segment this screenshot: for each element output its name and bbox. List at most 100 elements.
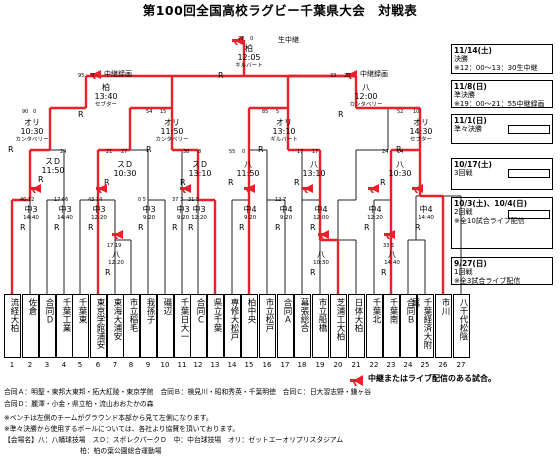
final-score-right: 0 [250,36,254,42]
team-name: 合同Ａ [282,298,292,324]
r32-time: 14:40 [57,215,73,221]
qf2-score-left: 54 [146,109,153,115]
r32-score: 0 5 [138,197,146,203]
r16-5[interactable]: 八 13:10 R [294,160,334,187]
team-name: 千葉経済大附属 [410,298,432,349]
schedule-item: 10/3(土)、10/4(日)2回戦※全10試合ライブ配信 [451,197,553,249]
r64-title: 八 [317,250,325,259]
r16-6[interactable]: 八 10:30 R [380,160,420,187]
r16-5-venue-code: 八 [310,160,318,169]
r64-score: 33 5 [383,243,395,249]
r32-score: 17 66 [54,197,69,203]
team-name: 合同Ｃ [195,298,205,324]
bullhorn-icon [412,184,423,193]
team-cell: 柏中央 [241,294,258,358]
team-number: 4 [61,361,67,369]
note-line: 柏：柏の葉公園総合運動場 [80,447,162,455]
qf4-venue: セブター [409,137,432,143]
team-cell: 千葉日大一 [174,294,191,358]
sf1-time: 13:40 [94,92,118,101]
semifinal-2[interactable]: 八 12:00 カンタベリー R [334,83,398,119]
schedule-line: ※全3試合ライブ配信 [454,277,521,285]
team-number: 17 [280,361,290,369]
r32-title: 中4 [314,205,328,214]
schedule-item: 9/27(日)1回戦※全3試合ライブ配信 [451,257,553,285]
semifinal-1[interactable]: 柏 13:40 セブター R [74,83,138,119]
bullhorn-icon [232,36,243,45]
sf1-score-left: 95 [78,73,85,79]
note-line: 合同Ａ：明聖・東邦大東邦・拓大紅陵・東京学館 合同Ｂ：検見川・昭和秀英・千葉明徳… [4,388,372,396]
sf2-venue: カンタベリー [349,102,383,108]
team-number: 10 [160,361,170,369]
sf2-score-right: 20 [344,73,351,79]
schedule-line: 2回戦 [454,208,473,216]
team-cell: 東京学館浦安 [90,294,107,358]
team-number: 14 [227,361,237,369]
team-cell: 八千代松陰 [453,294,470,358]
schedule-line: ※全10試合ライブ配信 [454,217,525,225]
team-number: 1 [9,361,15,369]
bullhorn-icon [368,184,379,193]
qf-3[interactable]: オリ 13:10 ギルバート R [258,118,310,154]
r32-time: 12:20 [191,215,207,221]
team-name: 芝浦工大柏 [335,298,345,341]
bullhorn-icon [180,184,191,193]
team-cell: 佐倉 [22,294,39,358]
r32-ref: R [172,223,178,232]
r16-2[interactable]: スＤ 10:30 R [104,160,146,187]
team-cell: 流経大柏 [4,294,21,358]
r32-ref: R [138,223,144,232]
r32-title: 中4 [368,205,382,214]
team-cell: 市立船橋 [312,294,329,358]
final-score-left: 78 [238,36,245,42]
final-time: 12:05 [237,53,261,62]
r16-4[interactable]: 八 11:50 R [228,160,268,187]
team-cell: 合同Ｂ [400,294,417,358]
team-name: 市立船橋 [317,298,327,332]
final-match[interactable]: 柏 12:05 ギルバート R [214,44,284,80]
schedule-line: 準決勝 [454,91,475,99]
final-winner: 柏 [245,44,253,53]
schedule-date: 11/8(日) [454,82,487,91]
r16-1-score: 24 [60,149,67,155]
team-cell: 幕張総合 [294,294,311,358]
r16-3[interactable]: スＤ 13:10 R [180,160,220,187]
r32-time: 12:20 [91,215,107,221]
r16-1[interactable]: スＤ 11:50 R [38,157,68,184]
r64-ref: R [381,268,387,277]
team-cell: 合同Ｄ [39,294,56,358]
r16-4-time: 11:50 [236,169,260,178]
r16-2-time: 10:30 [113,169,137,178]
team-number: 12 [193,361,203,369]
qf1-venue: カンタベリー [15,137,49,143]
qf4-time: 14:30 [409,127,433,136]
schedule-checkbox [508,125,550,134]
r16-3-ref: R [180,178,186,187]
qf-4[interactable]: オリ 14:30 セブター R [396,118,446,154]
r64-time: 12:20 [108,260,124,266]
r16-4-score-r: 0 [242,149,246,155]
qf4-score-right: 10 [413,109,420,115]
qf-2[interactable]: オリ 11:50 カンタベリー R [146,118,198,154]
qf-1[interactable]: 柏 オリ 10:30 カンタベリー R [8,118,56,154]
team-name: 八千代松陰 [458,298,468,341]
sf1-ref: R [78,110,84,119]
qf2-venue-code: オリ [164,118,180,127]
r64-score: 17 19 [107,243,122,249]
qf3-venue: ギルバート [270,137,298,143]
r64-ref: R [105,268,111,277]
